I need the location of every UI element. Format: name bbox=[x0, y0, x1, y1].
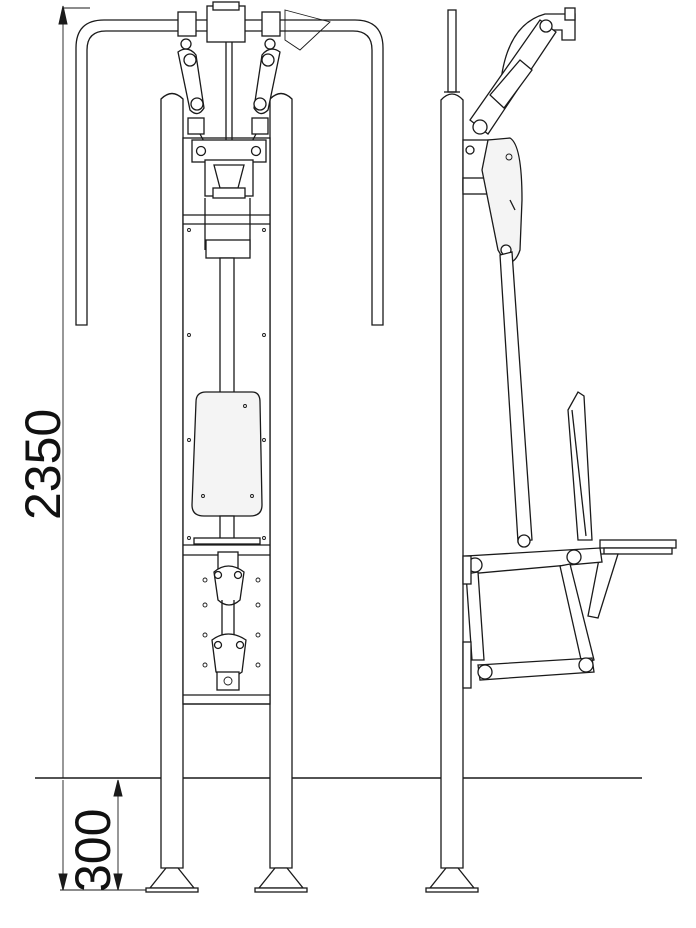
underground-dimension: 300 bbox=[58, 779, 150, 892]
back-pad bbox=[191, 391, 263, 517]
side-base-plate bbox=[425, 867, 479, 893]
left-arm-linkage bbox=[177, 48, 215, 161]
cam-plate bbox=[481, 137, 523, 264]
right-base-plate bbox=[254, 867, 308, 893]
side-long-arm bbox=[499, 251, 533, 543]
top-pivot-assembly bbox=[177, 1, 331, 140]
side-back-pad bbox=[567, 391, 593, 541]
seat-front bbox=[193, 537, 261, 545]
height-dimension-label: 2350 bbox=[15, 409, 71, 520]
front-view bbox=[75, 1, 384, 893]
left-base-plate bbox=[145, 867, 199, 893]
panel-rivets bbox=[187, 228, 266, 668]
side-view bbox=[425, 7, 677, 893]
center-column bbox=[219, 257, 235, 399]
side-upper-linkage bbox=[469, 19, 557, 135]
adjust-block bbox=[205, 239, 251, 259]
side-post bbox=[440, 93, 464, 869]
lower-linkage bbox=[211, 551, 247, 691]
right-arm-linkage bbox=[241, 48, 281, 161]
upper-carriage bbox=[191, 139, 267, 250]
side-seat bbox=[587, 539, 677, 619]
side-lower-frame bbox=[462, 547, 603, 689]
underground-dimension-label: 300 bbox=[65, 809, 121, 892]
height-dimension: 2350 bbox=[15, 5, 90, 778]
handle-bar bbox=[75, 19, 384, 326]
right-post bbox=[269, 92, 293, 869]
left-post bbox=[160, 92, 184, 869]
